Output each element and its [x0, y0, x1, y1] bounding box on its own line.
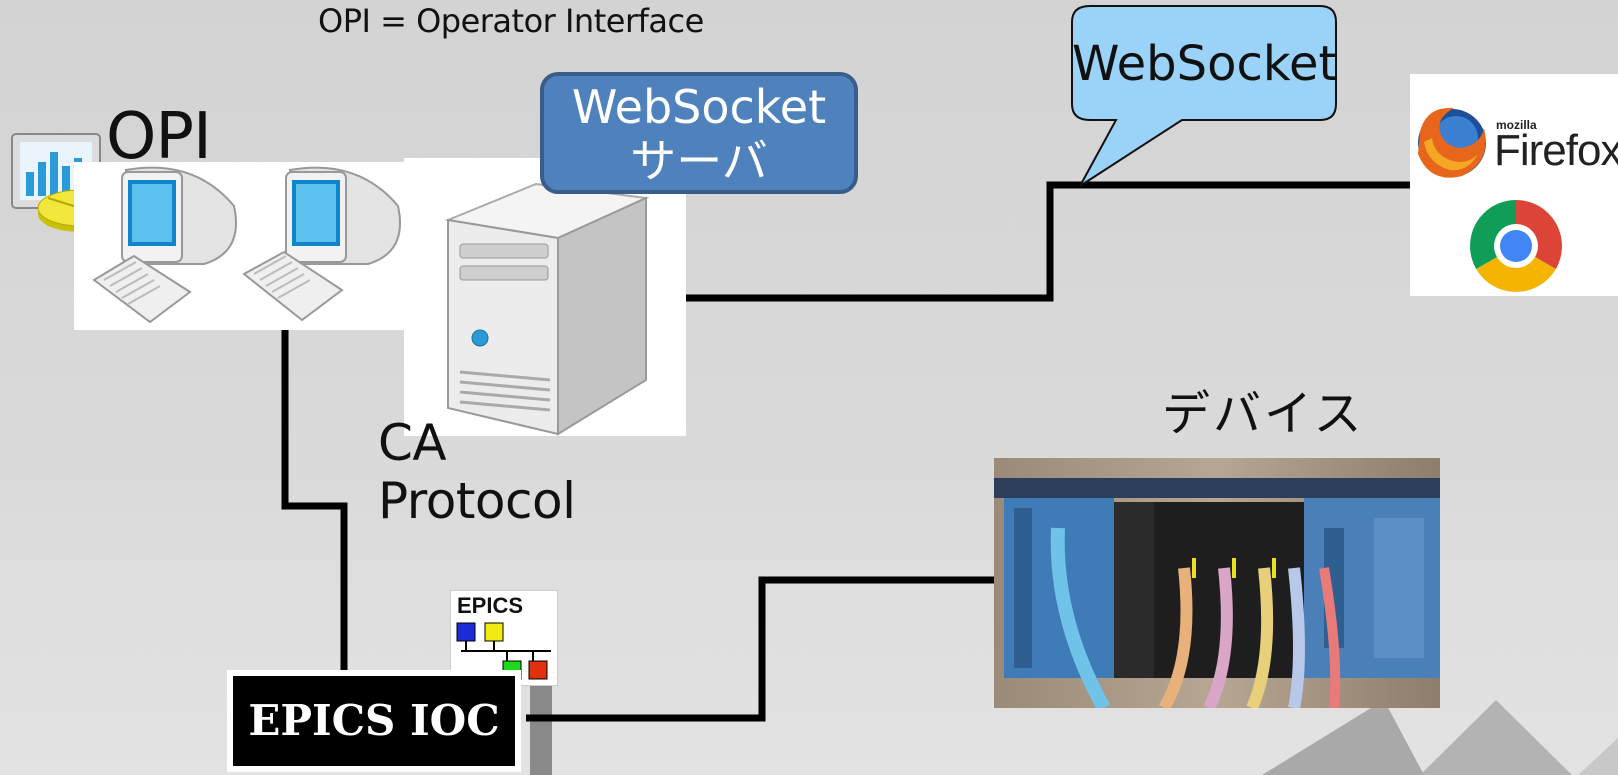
- websocket-callout-bubble: [1071, 5, 1337, 187]
- ca-label-line1: CA: [378, 414, 447, 472]
- ca-protocol-label: CA Protocol: [378, 414, 576, 530]
- decor-triangle-left: [1262, 700, 1424, 775]
- firefox-brand-text: Firefox: [1494, 126, 1618, 175]
- firefox-mozilla-text: mozilla: [1496, 118, 1537, 132]
- device-label: デバイス: [1162, 386, 1365, 442]
- server-tower-icon: [444, 182, 650, 436]
- chrome-icon: [1470, 200, 1562, 292]
- server-box-line1: WebSocket: [571, 80, 827, 134]
- epics-logo-text: EPICS: [457, 593, 524, 618]
- ioc-post: [530, 686, 552, 775]
- firefox-icon: [1418, 107, 1486, 178]
- plc-device-image: [994, 458, 1440, 708]
- opi-label: OPI: [106, 100, 212, 174]
- opi-definition-note: OPI = Operator Interface: [318, 2, 704, 40]
- ca-protocol-line: [281, 300, 348, 676]
- epics-ioc-box: EPICS IOC: [227, 670, 521, 772]
- server-box-line2: サーバ: [630, 134, 768, 188]
- workstation-icon-1: [92, 166, 237, 324]
- workstation-icon-2: [242, 166, 401, 322]
- ca-label-line2: Protocol: [378, 472, 576, 530]
- websocket-callout-label: WebSocket: [1072, 36, 1338, 92]
- decor-triangle-mid: [1420, 700, 1572, 775]
- decor-triangle-right: [1578, 738, 1618, 775]
- websocket-line: [686, 181, 1412, 302]
- device-line: [526, 576, 996, 722]
- epics-network-icon: [456, 622, 551, 680]
- websocket-server-box: WebSocket サーバ: [540, 72, 858, 194]
